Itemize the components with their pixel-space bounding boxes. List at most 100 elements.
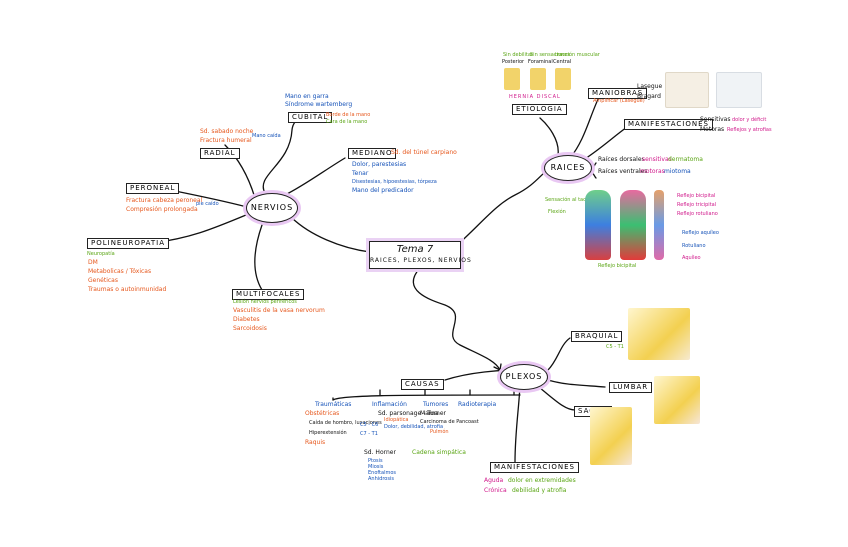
cubital-note-2: Cara de la mano: [326, 119, 368, 125]
cubital-label: CUBITAL: [292, 113, 329, 121]
raices-manif-key-2: Motoras: [700, 126, 725, 133]
mediano-item-3: Disestesias, hipoestesias, tórpeza: [352, 179, 437, 185]
raices-manif-val-2: Reflejos y atrofias: [727, 127, 772, 133]
radial-item-1: Sd. sabado noche: [200, 128, 254, 135]
maniobras-label: MANIOBRAS: [592, 89, 644, 97]
raices-row-1-a: Raíces dorsales: [598, 156, 645, 163]
raices-row-1-b: sensitivas: [642, 156, 672, 163]
radial-label: RADIAL: [204, 149, 236, 157]
maniobras-item-2: Bragard: [637, 93, 661, 100]
right-label-1: Reflejo bicipital: [677, 193, 716, 199]
plexos-manif-key-2: Crónica: [484, 487, 507, 494]
radial-note: Mano caída: [252, 133, 281, 139]
plexos-label: PLEXOS: [505, 372, 543, 381]
multifocales-item-1: Vasculitis de la vasa nervorum: [233, 307, 325, 314]
plexos-node: PLEXOS: [500, 364, 548, 390]
traumaticas-item-4: Raquis: [305, 439, 326, 446]
inflamacion-label: Inflamación: [372, 401, 407, 408]
body-label-1: Sensación al tacto: [545, 197, 591, 203]
mediano-item-2: Tenar: [352, 170, 369, 177]
lumbar-label: LUMBAR: [613, 383, 649, 391]
plexus-illustration-icon: [654, 376, 700, 424]
radioterapia-label: Radioterapia: [458, 401, 497, 408]
hernia-label-3: Central: [553, 59, 572, 65]
hernia-label-1: Posterior: [502, 59, 525, 65]
plexus-illustration-icon: [628, 308, 690, 360]
right-label-6: Aquíleo: [682, 255, 701, 261]
body-label-2: Flexión: [548, 209, 566, 215]
leg-raise-icon: [665, 72, 709, 108]
peroneal-note: pie caído: [196, 201, 219, 207]
etiologia-box: ETIOLOGIA: [512, 104, 567, 115]
peroneal-item-1: Fractura cabeza peroneal: [126, 197, 203, 204]
plexus-illustration-icon: [590, 407, 632, 465]
radial-box: RADIAL: [200, 148, 240, 159]
multifocales-label: MULTIFOCALES: [236, 290, 301, 298]
multifocales-item-3: Sarcoidosis: [233, 325, 267, 332]
mediano-item-4: Mano del predicador: [352, 187, 414, 194]
horner-item-2: Miosis: [368, 464, 384, 470]
nervios-node: NERVIOS: [246, 193, 298, 223]
plexos-manif-key-1: Aguda: [484, 477, 504, 484]
hernia-sub-3: tracción muscular: [555, 52, 600, 58]
peroneal-item-2: Compresión prolongada: [126, 206, 198, 213]
lumbar-box: LUMBAR: [609, 382, 653, 393]
braquial-box: BRAQUIAL: [571, 331, 623, 342]
hernia-sub-2: Sin sensaciones: [530, 52, 570, 58]
cubital-item-2: Síndrome wartemberg: [285, 101, 353, 108]
horner-item-1: Ptosis: [368, 458, 383, 464]
traumaticas-item-3: Hiperextensión: [309, 430, 347, 436]
cubital-note-1: Borde de la mano: [326, 112, 371, 118]
spine-figure-icon: [504, 68, 520, 90]
right-label-4: Reflejo aquíleo: [682, 230, 719, 236]
etiologia-label: ETIOLOGIA: [516, 105, 563, 113]
peroneal-box: PERONEAL: [126, 183, 180, 194]
inflamacion-item-1: Sd. parsonage - Turner: [378, 410, 447, 417]
polineuropatia-sub: Neuropatía: [87, 251, 115, 257]
horner-text: Sd. Horner: [364, 449, 396, 456]
polineuropatia-box: POLINEUROPATIA: [87, 238, 169, 249]
tumores-item-3: Pulmón: [430, 429, 449, 435]
horner-item-4: Anhidrosis: [368, 476, 394, 482]
spine-figure-icon: [555, 68, 571, 90]
plexos-manifestaciones-label: MANIFESTACIONES: [494, 463, 575, 471]
traumaticas-label: Traumáticas: [315, 401, 352, 408]
raices-node: RAICES: [544, 155, 592, 181]
horner-note: Cadena simpática: [412, 449, 466, 456]
tumores-label: Tumores: [423, 401, 449, 408]
cubital-box: CUBITAL: [288, 112, 333, 123]
cubital-item-1: Mano en garra: [285, 93, 329, 100]
mediano-note: Sd. del túnel carpiano: [391, 149, 457, 156]
raices-manif-key-1: Sensitivas: [700, 116, 731, 123]
braquial-label: BRAQUIAL: [575, 332, 619, 340]
dermatome-body-icon: [585, 190, 611, 260]
traumaticas-note-1: C5 - C6: [360, 422, 379, 428]
polineuropatia-item-4: Traumas o autoinmunidad: [88, 286, 167, 293]
traumaticas-item-2: Caída de hombro, luxaciones: [309, 420, 382, 426]
body-label-3: Reflejo bicipital: [598, 263, 637, 269]
horner-item-3: Enoftalmos: [368, 470, 397, 476]
traumaticas-item-1: Obstétricas: [305, 410, 340, 417]
traumaticas-note-2: C7 - T1: [360, 431, 378, 437]
inflamacion-item-2: Idiopática: [384, 417, 409, 423]
inflamacion-item-3: Dolor, debilidad, atrofia: [384, 424, 444, 430]
causas-box: CAUSAS: [401, 379, 444, 390]
raices-label: RAICES: [550, 163, 586, 172]
plexos-manifestaciones-box: MANIFESTACIONES: [490, 462, 579, 473]
central-subtitle: RAICES, PLEXOS, NERVIOS: [370, 257, 472, 264]
right-label-3: Reflejo rotuliano: [677, 211, 718, 217]
multifocales-item-2: Diabetes: [233, 316, 260, 323]
raices-manifestaciones-label: MANIFESTACIONES: [628, 120, 709, 128]
hernia-label-2: Foraminal: [528, 59, 553, 65]
plexos-manif-val-1: dolor en extremidades: [508, 477, 576, 484]
mediano-box: MEDIANO: [348, 148, 397, 159]
hernia-title: HERNIA DISCAL: [509, 94, 561, 100]
raices-row-1-c: dermatoma: [668, 156, 703, 163]
mediano-item-1: Dolor, parestesias: [352, 161, 407, 168]
multifocales-box: MULTIFOCALES: [232, 289, 305, 300]
raices-manifestaciones-box: MANIFESTACIONES: [624, 119, 713, 130]
polineuropatia-item-2: Metabolicas / Tóxicas: [88, 268, 152, 275]
hernia-sub-1: Sin debilitar: [503, 52, 533, 58]
polineuropatia-label: POLINEUROPATIA: [91, 239, 165, 247]
